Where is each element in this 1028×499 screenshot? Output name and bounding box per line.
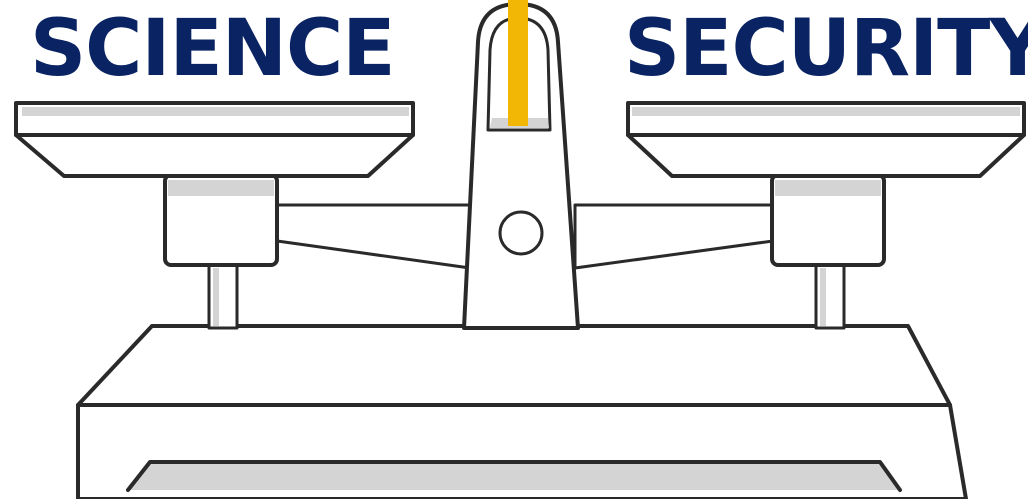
pivot-icon bbox=[500, 212, 542, 254]
right-pan bbox=[628, 103, 1024, 176]
right-pan-support bbox=[772, 175, 884, 328]
left-pan bbox=[16, 103, 413, 176]
pointer-needle bbox=[508, 0, 528, 126]
left-pan-support bbox=[165, 175, 277, 328]
scale-base bbox=[78, 326, 966, 499]
